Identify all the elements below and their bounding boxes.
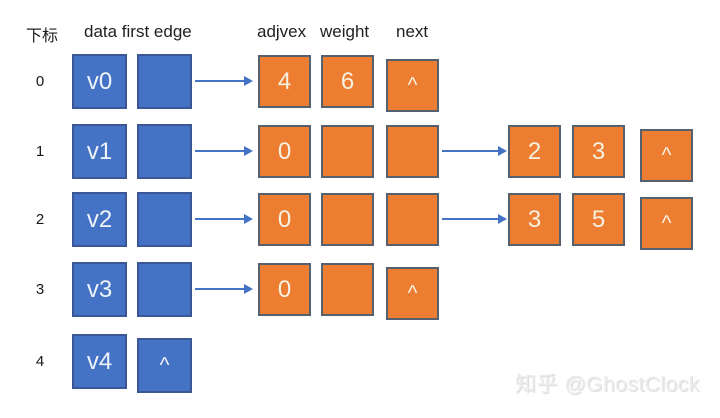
weight-header: weight xyxy=(320,22,370,41)
zhihu-watermark: 知乎 @GhostClock xyxy=(515,373,700,396)
adjacency-row-3: 3 v3 0 ^ xyxy=(0,262,720,320)
first-edge-pointer-box xyxy=(137,262,192,317)
next-pointer-box: ^ xyxy=(640,129,693,182)
index-column-header: 下标 xyxy=(26,28,59,45)
adjvex-box: 4 xyxy=(258,55,311,108)
index-label: 1 xyxy=(35,143,45,160)
vertex-data-box: v3 xyxy=(72,262,127,317)
adjvex-box: 0 xyxy=(258,125,311,178)
pointer-arrow xyxy=(195,214,253,224)
next-pointer-box xyxy=(386,193,439,246)
weight-box xyxy=(321,263,374,316)
index-label: 3 xyxy=(35,281,45,298)
vertex-data-box: v1 xyxy=(72,124,127,179)
adjacency-row-1: 1 v1 0 2 3 ^ xyxy=(0,124,720,182)
index-label: 0 xyxy=(35,73,45,90)
adjacency-row-0: 0 v0 4 6 ^ xyxy=(0,54,720,112)
pointer-arrow xyxy=(442,146,507,156)
weight-box xyxy=(321,125,374,178)
pointer-arrow xyxy=(442,214,507,224)
first-edge-pointer-box xyxy=(137,124,192,179)
adjvex-box: 3 xyxy=(508,193,561,246)
next-pointer-box: ^ xyxy=(386,59,439,112)
next-header: next xyxy=(396,22,429,41)
pointer-arrow xyxy=(195,146,253,156)
vertex-data-box: v2 xyxy=(72,192,127,247)
vertex-data-box: v0 xyxy=(72,54,127,109)
adjvex-header: adjvex xyxy=(257,22,307,41)
adjacency-row-4: 4 v4 ^ xyxy=(0,334,720,393)
first-edge-pointer-box: ^ xyxy=(137,338,192,393)
weight-box xyxy=(321,193,374,246)
adjvex-box: 0 xyxy=(258,263,311,316)
next-pointer-box: ^ xyxy=(640,197,693,250)
weight-box: 6 xyxy=(321,55,374,108)
data-first-edge-header: data first edge xyxy=(84,22,192,41)
index-label: 4 xyxy=(35,353,45,370)
adjacency-row-2: 2 v2 0 3 5 ^ xyxy=(0,192,720,250)
adjvex-box: 2 xyxy=(508,125,561,178)
next-pointer-box xyxy=(386,125,439,178)
adjvex-box: 0 xyxy=(258,193,311,246)
index-label: 2 xyxy=(35,211,45,228)
vertex-data-box: v4 xyxy=(72,334,127,389)
first-edge-pointer-box xyxy=(137,54,192,109)
weight-box: 3 xyxy=(572,125,625,178)
next-pointer-box: ^ xyxy=(386,267,439,320)
weight-box: 5 xyxy=(572,193,625,246)
pointer-arrow xyxy=(195,284,253,294)
first-edge-pointer-box xyxy=(137,192,192,247)
pointer-arrow xyxy=(195,76,253,86)
